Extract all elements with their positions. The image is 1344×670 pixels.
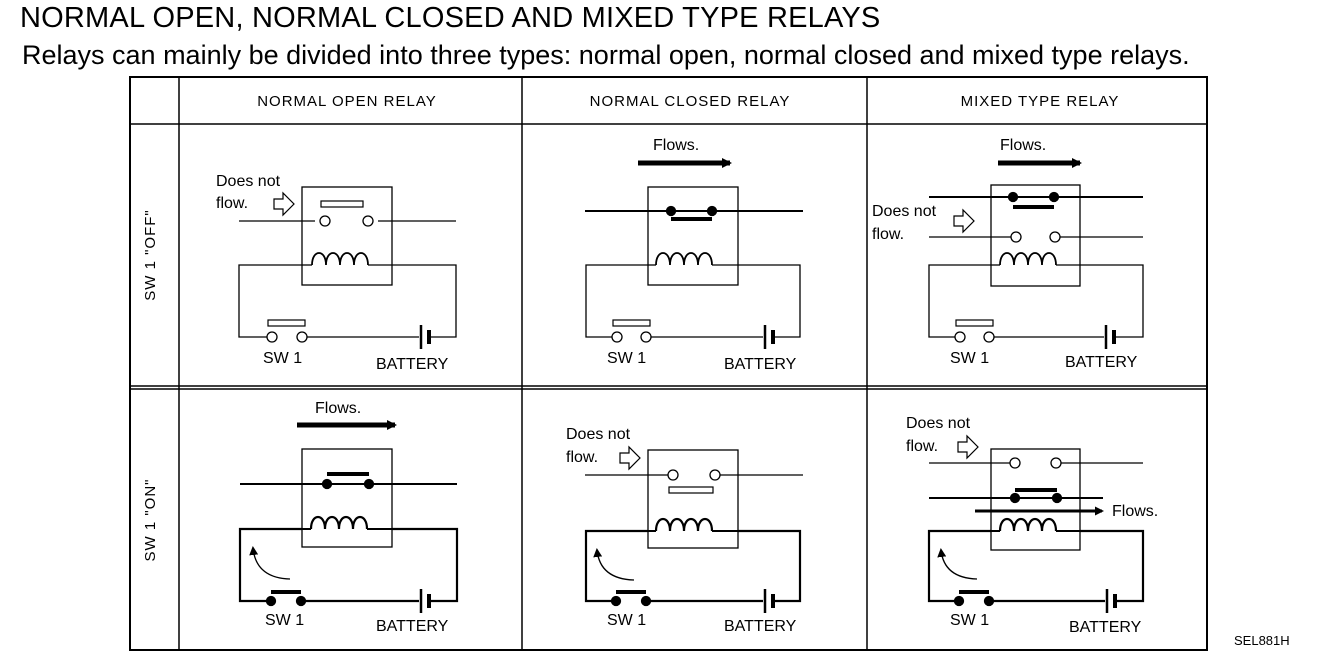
contact	[667, 469, 679, 481]
open-armature	[320, 200, 364, 208]
coil-circuit-energized	[238, 527, 302, 603]
switch-contact	[983, 595, 995, 607]
label-flow: flow.	[872, 226, 904, 243]
contact	[363, 478, 375, 490]
coil-circuit	[585, 264, 648, 338]
coil	[311, 252, 369, 266]
label-does-not: Does not	[566, 426, 631, 443]
hollow-arrow	[953, 208, 975, 234]
label-battery: BATTERY	[724, 618, 797, 635]
coil	[309, 515, 369, 530]
table-grid	[129, 76, 1208, 651]
label-does-not: Does not	[872, 203, 937, 220]
relay-box	[647, 449, 739, 549]
label-sw1: SW 1	[607, 612, 646, 629]
switch-contact	[983, 331, 995, 343]
page-title: NORMAL OPEN, NORMAL CLOSED AND MIXED TYP…	[20, 2, 881, 34]
switch-open-blade	[267, 319, 306, 327]
coil-circuit	[238, 264, 302, 338]
switch-contact	[954, 331, 966, 343]
switch-contact	[266, 331, 278, 343]
hollow-arrow	[273, 191, 295, 217]
label-flows: Flows.	[315, 400, 361, 417]
coil	[654, 517, 714, 532]
coil-circuit	[928, 264, 991, 338]
relay-box	[301, 186, 393, 286]
switch-contact	[640, 595, 652, 607]
contact	[706, 205, 718, 217]
label-battery: BATTERY	[376, 618, 449, 635]
label-flow: flow.	[566, 449, 598, 466]
label-flow: flow.	[216, 195, 248, 212]
figure-code: SEL881H	[1234, 633, 1290, 648]
contact	[1010, 231, 1022, 243]
relay-box	[990, 448, 1081, 551]
current-direction-arrow	[937, 548, 978, 580]
row-header-sw1-on: SW 1 "ON"	[142, 479, 159, 562]
contact	[1051, 492, 1063, 504]
switch-contact	[953, 595, 965, 607]
label-battery: BATTERY	[376, 356, 449, 373]
label-sw1: SW 1	[950, 350, 989, 367]
contact	[1009, 492, 1021, 504]
label-sw1: SW 1	[265, 612, 304, 629]
contact	[1050, 457, 1062, 469]
coil	[655, 252, 713, 266]
label-does-not: Does not	[906, 415, 971, 432]
diagram-mixed-type-on	[927, 434, 1145, 613]
contact	[709, 469, 721, 481]
diagram-normal-closed-on	[584, 445, 803, 613]
switch-contact	[610, 595, 622, 607]
diagram-normal-closed-off	[585, 158, 803, 349]
label-sw1: SW 1	[263, 350, 302, 367]
hollow-arrow	[957, 434, 979, 460]
current-direction-arrow	[249, 546, 291, 580]
label-battery: BATTERY	[1069, 619, 1142, 636]
contact	[1048, 191, 1060, 203]
coil	[998, 517, 1058, 532]
diagram-mixed-type-off	[928, 158, 1144, 349]
column-header-normal-closed: NORMAL CLOSED RELAY	[590, 93, 791, 110]
column-header-mixed-type: MIXED TYPE RELAY	[961, 93, 1120, 110]
contact	[665, 205, 677, 217]
coil-circuit-energized	[927, 529, 991, 603]
label-sw1: SW 1	[607, 350, 646, 367]
diagram-normal-open-off	[238, 186, 457, 349]
relay-box	[301, 448, 393, 548]
label-battery: BATTERY	[1065, 354, 1138, 371]
row-header-sw1-off: SW 1 "OFF"	[142, 209, 159, 300]
page-subtitle: Relays can mainly be divided into three …	[22, 40, 1190, 70]
switch-contact	[295, 595, 307, 607]
label-sw1: SW 1	[950, 612, 989, 629]
label-flow: flow.	[906, 438, 938, 455]
column-header-normal-open: NORMAL OPEN RELAY	[257, 93, 437, 110]
contact	[362, 215, 374, 227]
contact	[319, 215, 331, 227]
switch-contact	[640, 331, 652, 343]
switch-contact	[265, 595, 277, 607]
coil-circuit-energized	[584, 529, 648, 603]
contact	[1049, 231, 1061, 243]
coil	[999, 252, 1057, 266]
relay-box	[647, 186, 739, 286]
contact	[1009, 457, 1021, 469]
switch-contact	[296, 331, 308, 343]
label-does-not: Does not	[216, 173, 281, 190]
hollow-arrow	[619, 445, 641, 471]
contact	[321, 478, 333, 490]
diagram-normal-open-on	[238, 420, 459, 613]
label-flows: Flows.	[1112, 503, 1158, 520]
label-battery: BATTERY	[724, 356, 797, 373]
label-flows: Flows.	[653, 137, 699, 154]
label-flows: Flows.	[1000, 137, 1046, 154]
contact	[1007, 191, 1019, 203]
switch-open-blade	[612, 319, 651, 327]
relay-box	[990, 184, 1081, 287]
open-armature	[668, 486, 714, 494]
current-direction-arrow	[593, 548, 635, 581]
switch-contact	[611, 331, 623, 343]
switch-open-blade	[955, 319, 994, 327]
